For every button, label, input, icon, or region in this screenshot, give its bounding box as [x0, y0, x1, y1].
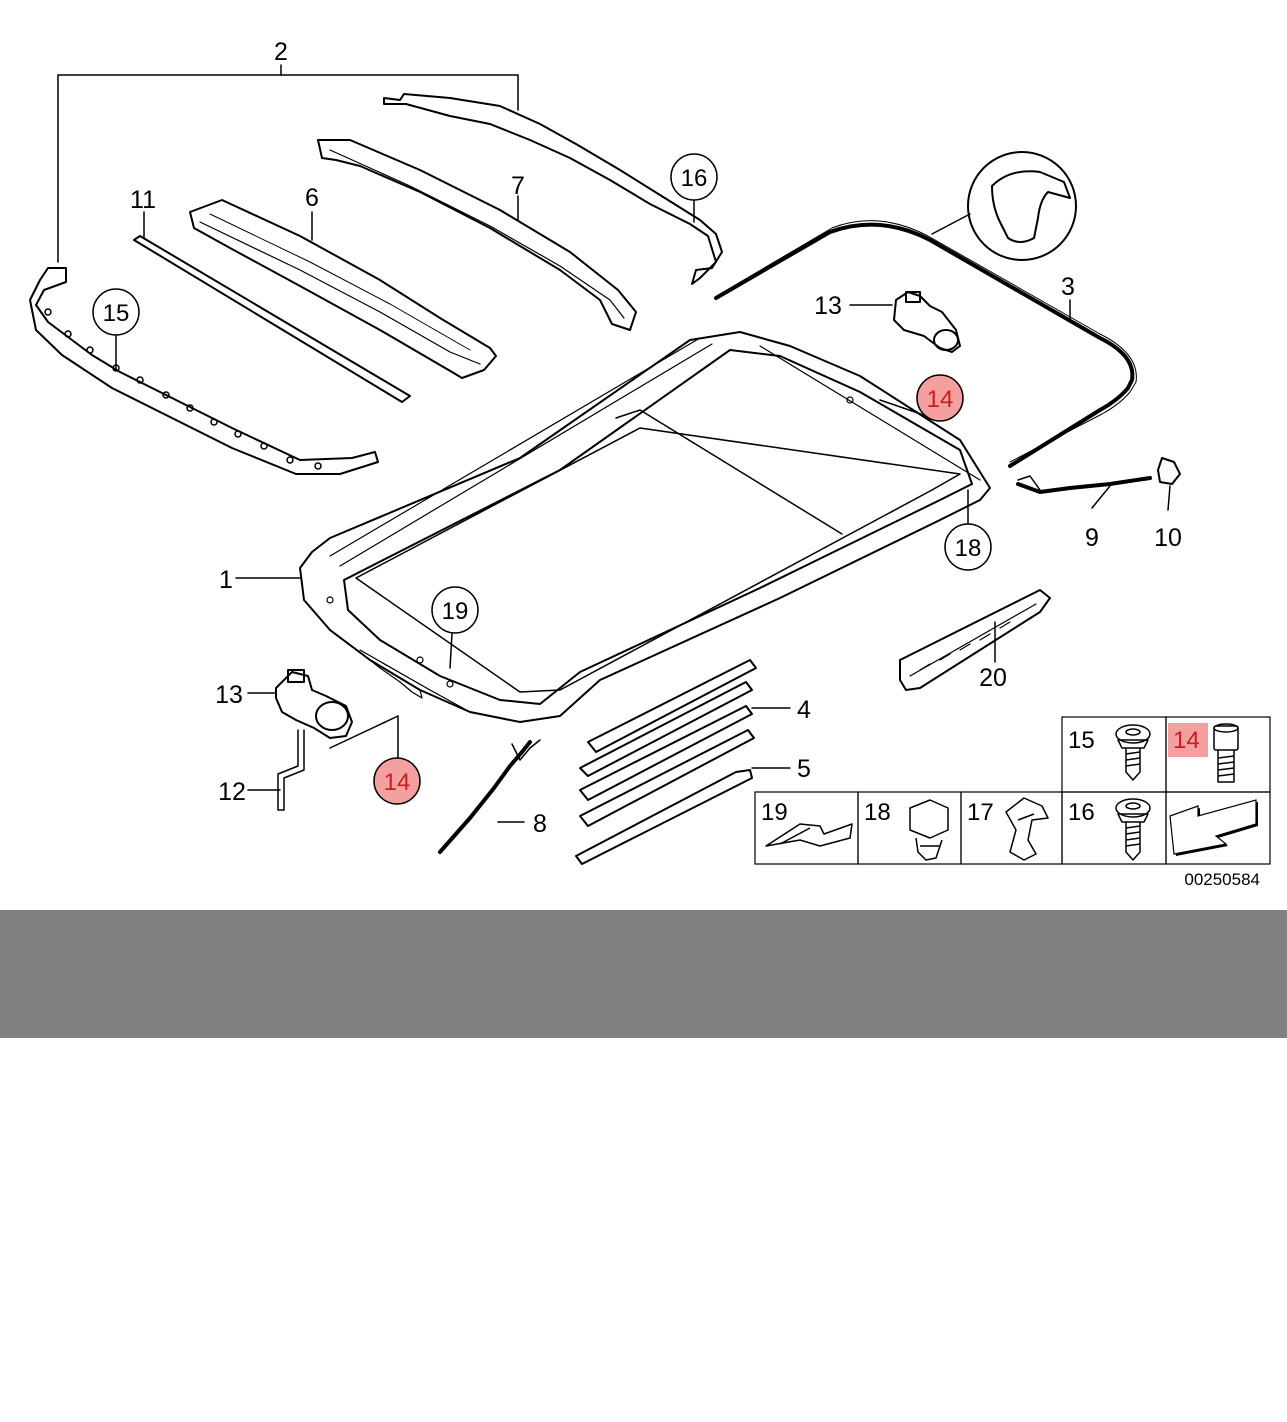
side-rail-left-holes	[44, 308, 322, 470]
callout-7: 7	[511, 172, 525, 200]
callout-15: 15	[103, 300, 130, 327]
callout-2: 2	[274, 38, 288, 66]
sunroof-parts-diagram: 1 2 3 4 5 6 7 8 9 10 11 12 13 13 20 15 1…	[29, 38, 1271, 889]
callout-13-top: 13	[814, 292, 842, 320]
cable-cap	[1157, 457, 1181, 485]
clip-19-icon	[765, 823, 853, 847]
seal-profile-detail	[931, 151, 1077, 261]
seal-strips-4-5	[575, 659, 757, 865]
callout-14-top: 14	[927, 386, 954, 413]
footer-part-number: BMW - 54137153794	[308, 1076, 742, 1127]
sunroof-frame	[299, 331, 991, 723]
frame-seal	[714, 222, 1135, 468]
side-rail-right	[383, 93, 723, 285]
drive-motor-top	[893, 291, 961, 353]
wind-deflector	[189, 199, 497, 379]
callout-9: 9	[1085, 524, 1099, 552]
callout-8: 8	[533, 810, 547, 838]
legend-14-label: 14	[1173, 727, 1200, 754]
callout-3: 3	[1061, 273, 1075, 301]
legend-14-highlight	[1168, 723, 1208, 757]
legend-16-label: 16	[1068, 799, 1095, 826]
diagram-number: 00250584	[1184, 870, 1260, 889]
legend-15-label: 15	[1068, 727, 1095, 754]
footer-bar: BMW - 54137153794 N - 14	[0, 910, 1287, 1255]
bolt-14-icon	[1213, 723, 1239, 783]
side-rail-left	[29, 267, 379, 475]
callout-6: 6	[305, 184, 319, 212]
screw-16-icon	[1115, 798, 1151, 861]
footer-position: N - 14	[848, 1204, 974, 1255]
screw-15-icon	[1115, 724, 1151, 781]
callout-13-bottom: 13	[215, 681, 243, 709]
legend-18-label: 18	[864, 799, 891, 826]
callout-20: 20	[979, 664, 1007, 692]
drive-cable-left	[438, 740, 532, 854]
callout-4: 4	[797, 696, 811, 724]
callout-18: 18	[955, 535, 982, 562]
plug-18-icon	[909, 799, 949, 861]
callout-11: 11	[130, 186, 156, 214]
emergency-crank	[277, 729, 305, 811]
callout-5: 5	[797, 755, 811, 783]
leader-lines	[115, 195, 1171, 761]
bracket-item-2	[57, 64, 519, 263]
callout-19: 19	[442, 598, 469, 625]
callout-10: 10	[1154, 524, 1182, 552]
drive-cable-right	[1016, 476, 1152, 494]
hardware-legend	[754, 716, 1271, 865]
drive-motor-bottom	[275, 669, 353, 739]
circled-callouts: 15 16 18 19 14 14	[92, 153, 992, 805]
legend-19-label: 19	[761, 799, 788, 826]
assembly-arrow-icon	[1169, 799, 1258, 856]
legend-17-label: 17	[967, 799, 994, 826]
seal-strip	[133, 235, 411, 403]
callout-14-bottom: 14	[384, 769, 411, 796]
callout-1: 1	[219, 566, 233, 594]
rear-cross-member	[317, 139, 637, 331]
guide-rail-insert	[899, 589, 1051, 691]
clip-17-icon	[1005, 797, 1049, 861]
callout-16: 16	[681, 165, 708, 192]
callout-12: 12	[218, 778, 246, 806]
